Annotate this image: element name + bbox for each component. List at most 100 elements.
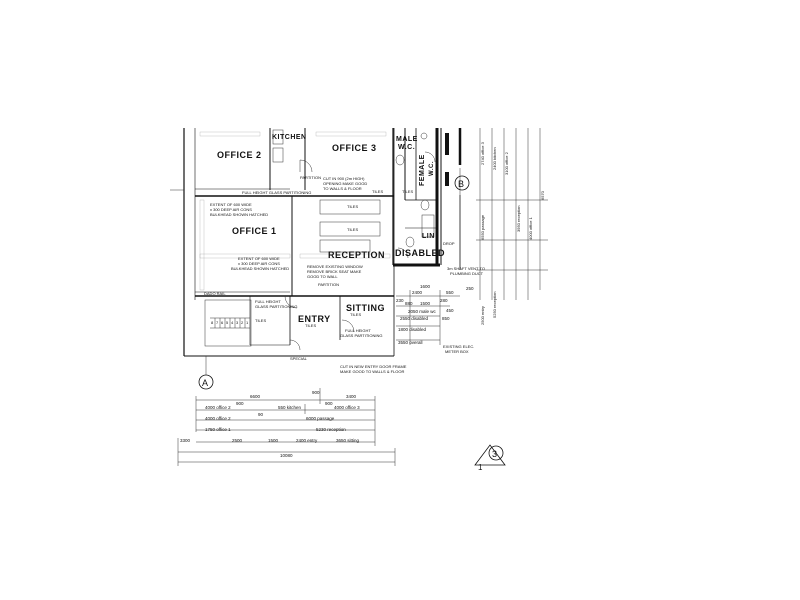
dim-3550-overall: 3550 overall [398,340,423,345]
note-full-height-glass: FULL HEIGHT GLASS PARTITIONING [242,190,311,195]
dim-5230-reception: 5230 reception [316,427,346,432]
room-label-office-2: OFFICE 2 [217,150,262,160]
dim-280: 280 [440,298,448,303]
dim-900-a: 900 [312,390,320,395]
room-label-male-wc-2: W.C. [398,144,415,151]
note-tiles-entry: TILES [255,318,266,323]
dim-850: 850 [442,316,450,321]
note-extent-2c: BULKHEAD SHOWN HATCHED [231,266,289,271]
bench [319,199,381,215]
grid-marker-3 [488,445,504,461]
note-full-height-glass-2: FULL HEIGHT [255,299,281,304]
dim-6000-passage: 6000 passage [306,416,335,421]
note-extent-2b: x 300 DEEP AIR CONS [238,261,280,266]
note-tiles-entry-2: TILES [305,323,316,328]
dimension-strings-vertical: 2740 office 3 2400 kitchen 3100 office 2… [476,128,548,325]
note-cut-in-opening: CUT IN 900 (2m HIGH) [323,176,365,181]
note-vent-pipe-2: PLUMBING DUCT [450,271,484,276]
bulkhead-hatching [199,131,391,291]
room-label-entry: ENTRY [298,314,331,324]
room-label-disabled: DISABLED [395,248,445,258]
dim-3300: 3300 [180,438,191,443]
dim-1800-disabled: 1800 disabled [398,327,427,332]
dim-550: 550 [446,290,454,295]
dim-10080: 10080 [280,453,293,458]
dim-900-c: 900 [325,401,333,406]
wall-hatched-block [445,172,449,186]
note-tiles: TILES [372,189,383,194]
note-partition: PARTITION [300,175,321,180]
note-dado-rail: DADO RAIL [204,291,226,296]
dim-3400: 3400 [346,394,357,399]
note-cut-in-door: CUT IN NEW ENTRY DOOR FRAME [340,364,407,369]
note-extent-1b: x 300 DEEP AIR CONS [210,207,252,212]
grid-label-3: 3 [492,449,497,459]
dim-250: 250 [466,286,474,291]
dim-2500: 2500 [232,438,243,443]
outer-walls [183,128,462,357]
stair: 8 7 6 5 4 3 2 1 [210,317,250,329]
dim-4000-office-3: 4000 office 3 [334,405,360,410]
dim-1500: 1500 [268,438,279,443]
grid-markers: A B 1 3 [170,168,506,472]
note-tiles-wc: TILES [402,189,413,194]
dim-550-kitchen: 550 kitchen [278,405,302,410]
room-label-office-3: OFFICE 3 [332,143,377,153]
note-tiles-2: TILES [347,204,358,209]
vdim-2740-office-3: 2740 office 3 [480,141,485,165]
vdim-2400-kitchen: 2400 kitchen [492,147,497,170]
dimension-strings-right: 2400 550 250 230 880 1500 280 2050 male … [396,284,474,345]
grid-label-1: 1 [478,463,483,472]
internal-walls [195,128,437,347]
note-tiles-3: TILES [347,227,358,232]
dim-4000-office-2: 4000 office 2 [205,405,231,410]
grid-marker-1 [474,444,506,466]
note-full-height-glass-2b: GLASS PARTITIONING [255,304,298,309]
note-full-height-glass-3: FULL HEIGHT [345,328,371,333]
vdim-3100-office-2: 3100 office 2 [504,151,509,175]
stair-tread-label: 2 [241,320,244,325]
toilet [405,236,415,248]
dim-2400: 2400 [412,290,423,295]
wall-hatched-block [445,133,449,155]
note-extent-1c: BULKHEAD SHOWN HATCHED [210,212,268,217]
dimension-strings-bottom: 6600 900 3400 900 900 4000 office 2 550 … [177,388,396,466]
room-label-male-wc: MALE [396,136,418,143]
dim-900-b: 900 [236,401,244,406]
stair-tread-label: 1 [246,320,249,325]
room-labels: KITCHEN OFFICE 2 OFFICE 3 OFFICE 1 RECEP… [217,134,445,324]
note-tiles-sitting: TILES [350,312,361,317]
note-remove-window-2: REMOVE BRICK SEAT MAKE [307,269,362,274]
door-swings [284,151,436,351]
note-cut-in-opening-3: TO WALLS & FLOOR [323,186,362,191]
note-extent-2: EXTENT OF 600 WIDE [238,256,280,261]
room-label-sitting: SITTING [346,303,385,313]
note-vent-pipe: 3m SHAFT VENT TO [447,266,485,271]
vdim-6570: 6570 [540,190,545,200]
dim-1600: 1600 [420,284,431,289]
note-drop: DROP [443,241,455,246]
note-remove-window: REMOVE EXISTING WINDOW [307,264,363,269]
dim-1750-office-1: 1750 office 1 [205,427,231,432]
bench [319,221,381,237]
grid-marker-b [454,175,470,191]
dim-450: 450 [446,308,454,313]
dim-6600: 6600 [250,394,261,399]
vdim-6550-passage: 6550 passage [480,214,485,240]
dim-1500-b: 1500 [420,301,431,306]
note-partition-2: PARTITION [318,282,339,287]
note-existing-elec-2: METER BOX [445,349,469,354]
note-full-height-glass-3b: GLASS PARTITIONING [340,333,383,338]
grid-label-b: B [458,179,464,189]
reception-desk [319,239,371,253]
dim-90: 90 [258,412,264,417]
vdim-5250-reception: 5250 reception [492,292,497,318]
dim-3650-sitting: 3650 sitting [336,438,360,443]
room-label-reception: RECEPTION [328,250,385,260]
stair-tread-label: 4 [231,320,234,325]
room-label-female-wc-2: W.C. [429,161,435,176]
toilet [420,199,430,211]
vdim-4000-office-1: 4000 office 1 [528,216,533,240]
annotations: FULL HEIGHT GLASS PARTITIONING PARTITION… [204,175,485,374]
note-existing-elec: EXISTING ELEC. [443,344,474,349]
